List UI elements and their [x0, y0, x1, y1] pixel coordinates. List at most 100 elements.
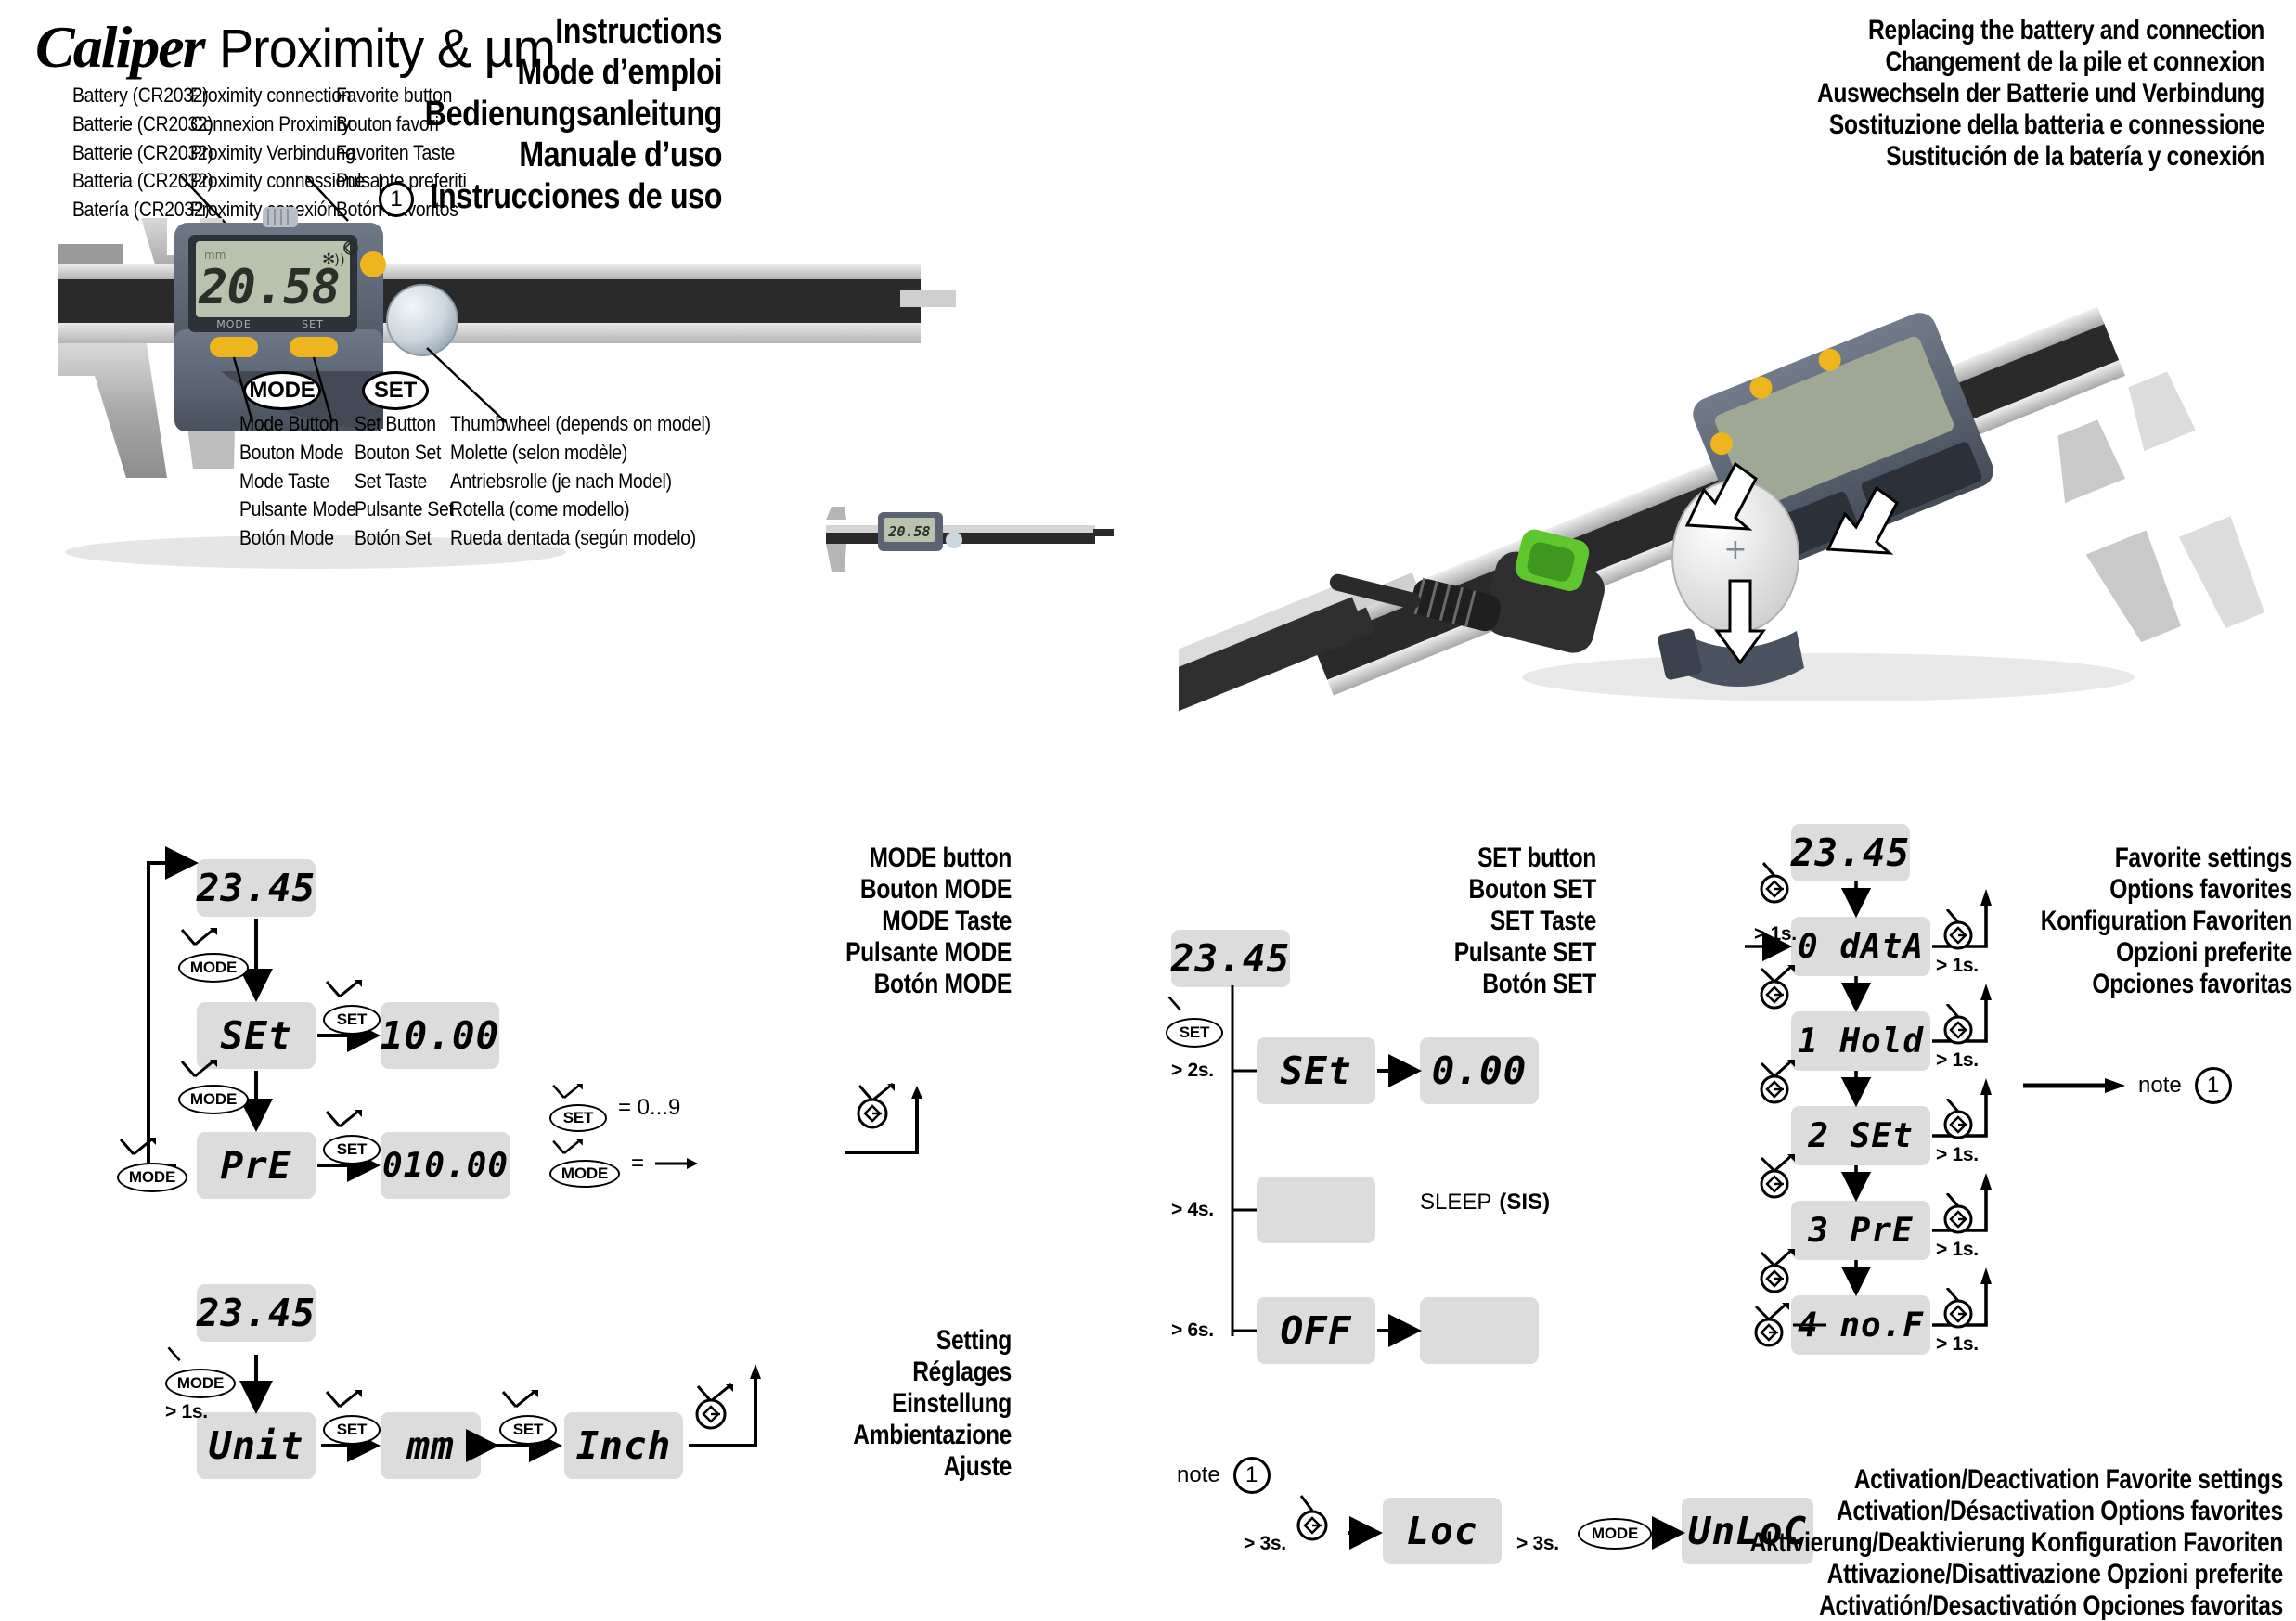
battery-heading-line: Replacing the battery and connection: [1868, 15, 2264, 45]
title-line: Instrucciones de uso: [430, 176, 722, 216]
mode-flow-key-3[interactable]: MODE: [117, 1136, 187, 1192]
callout-line: Bouton Set: [355, 440, 442, 464]
lock-time-1: > 3s.: [1244, 1533, 1286, 1554]
callout-line: Botón Mode: [239, 526, 334, 550]
setting-heading-line: Ambientazione: [853, 1419, 1012, 1450]
lcd-text: Unit: [208, 1423, 304, 1468]
key-label: MODE: [176, 1374, 225, 1392]
lock-mode-key[interactable]: MODE: [1578, 1518, 1652, 1550]
favorite-key-chain-5[interactable]: [1748, 1301, 1800, 1356]
callout-battery: Battery (CR2032) Batterie (CR2032) Batte…: [72, 82, 232, 225]
note-label: note: [2138, 1073, 2182, 1098]
mode-flow-key-2[interactable]: MODE: [178, 1058, 249, 1114]
press-arrow-icon: [1167, 996, 1181, 1011]
lcd-text: 010.00: [381, 1146, 510, 1185]
right-arrow-icon: [655, 1158, 699, 1169]
set-flow-screen-blank: [1420, 1297, 1539, 1364]
set-flow-screen-sleep: [1257, 1177, 1375, 1243]
mode-heading-line: Pulsante MODE: [845, 936, 1012, 968]
setting-flow-connectors: [239, 1355, 761, 1462]
mode-flow-screen-set: SEt: [197, 1002, 316, 1069]
lcd-text: UnLoC: [1687, 1509, 1808, 1553]
hold-time-label: > 1s.: [1754, 923, 1797, 945]
mode-legend: SET = 0...9 MODE =: [549, 1083, 699, 1188]
favorite-key-chain-1[interactable]: [1754, 963, 1806, 1018]
setting-flow-key-mode[interactable]: MODE > 1s.: [165, 1345, 236, 1423]
mode-flow-screen-pre: PrE: [197, 1132, 316, 1199]
caliper-inset-illustration: 20.58: [826, 507, 1114, 572]
press-arrow-icon: [119, 1136, 156, 1156]
set-section-heading: SET button Bouton SET SET Taste Pulsante…: [1318, 843, 1597, 999]
lcd-text: 23.45: [196, 866, 316, 910]
mode-flow-key-set-1[interactable]: SET: [323, 978, 381, 1035]
set-key-badge[interactable]: SET: [362, 371, 429, 410]
favorite-key-top[interactable]: > 1s.: [1754, 861, 1806, 946]
svg-text:+: +: [1723, 534, 1747, 566]
set-flow-screen-zero: 0.00: [1420, 1037, 1539, 1104]
callout-line: Botón Set: [355, 526, 432, 550]
note-label: note: [1177, 1462, 1220, 1487]
callout-line: Proximity connection: [190, 84, 352, 107]
lcd-text: Inch: [575, 1423, 672, 1468]
set-flow-key[interactable]: SET: [1166, 995, 1223, 1048]
lcd-text: PrE: [220, 1143, 292, 1188]
lcd-text: OFF: [1280, 1308, 1352, 1353]
mode-key-badge[interactable]: MODE: [243, 371, 321, 410]
setting-flow-screen-mm: mm: [381, 1412, 481, 1479]
setting-flow-key-set-2[interactable]: SET: [499, 1388, 557, 1445]
key-label: MODE: [561, 1164, 609, 1182]
brand-subtitle: Proximity & µm: [218, 19, 556, 79]
callout-line: Thumbwheel (depends on model): [450, 412, 711, 435]
callout-proximity: Proximity connection Connexion Proximity…: [190, 82, 389, 225]
favorite-exit-key-2[interactable]: > 1s.: [1936, 1098, 1984, 1166]
lock-section-heading: Activation/Deactivation Favorite setting…: [1503, 1464, 2284, 1621]
callout-line: Rotella (come modello): [450, 497, 630, 521]
svg-text:MODE: MODE: [216, 318, 252, 330]
favorite-button-icon: [1296, 1495, 1328, 1541]
legend-set-equals: = 0...9: [618, 1095, 681, 1120]
brand-script: Caliper: [35, 14, 206, 80]
lcd-text: SEt: [220, 1013, 292, 1058]
callout-line: Favorite button: [336, 84, 453, 107]
svg-text:20.58: 20.58: [198, 260, 340, 315]
favorite-button-icon: [1943, 1098, 1973, 1139]
sleep-code: (SIS): [1499, 1190, 1551, 1215]
favorite-heading-line: Options favorites: [2109, 873, 2292, 905]
callout-thumbwheel-list: Thumbwheel (depends on model) Molette (s…: [450, 410, 746, 553]
favorite-key-chain-4[interactable]: [1754, 1247, 1806, 1302]
mode-key-label: MODE: [249, 378, 316, 403]
favorite-exit-key-4[interactable]: > 1s.: [1936, 1287, 1984, 1356]
set-flow-time-6s: > 6s.: [1171, 1319, 1214, 1341]
lock-flow-connectors: [1348, 1516, 1685, 1550]
note-number: 1: [1245, 1462, 1258, 1487]
favorite-exit-key-1[interactable]: > 1s.: [1936, 1003, 1984, 1072]
callout-line: Bouton Mode: [239, 440, 344, 464]
setting-flow-key-set-1[interactable]: SET: [323, 1388, 381, 1445]
lcd-text: 0.00: [1431, 1049, 1528, 1093]
mode-flow-screen-set-value: 10.00: [381, 1002, 499, 1069]
favorite-key-chain-2[interactable]: [1754, 1058, 1806, 1113]
hold-time-label: > 1s.: [1936, 1049, 1979, 1071]
svg-text:SET: SET: [302, 318, 324, 330]
favorite-button-icon: [1943, 1287, 1973, 1329]
mode-flow-key-set-2[interactable]: SET: [323, 1108, 381, 1164]
lcd-text: mm: [406, 1423, 455, 1468]
lock-time-2: > 3s.: [1516, 1533, 1559, 1554]
mode-section-heading: MODE button Bouton MODE MODE Taste Pulsa…: [668, 843, 1012, 999]
lock-favorite-key[interactable]: [1290, 1492, 1338, 1550]
battery-heading-line: Sustitución de la batería y conexión: [1886, 140, 2264, 172]
setting-heading-line: Ajuste: [943, 1450, 1013, 1482]
right-arrow-icon: [2023, 1078, 2125, 1093]
title-line: Bedienungsanleitung: [424, 94, 723, 134]
lcd-text: 23.45: [1170, 936, 1291, 981]
favorite-button-icon: [1943, 1003, 1973, 1045]
setting-heading-line: Einstellung: [892, 1387, 1012, 1419]
favorite-exit-key-3[interactable]: > 1s.: [1936, 1192, 1984, 1261]
svg-text:)): )): [334, 251, 345, 268]
favorite-key-chain-3[interactable]: [1754, 1152, 1806, 1207]
mode-flow-key-1[interactable]: MODE: [178, 926, 249, 983]
favorite-exit-key-0[interactable]: > 1s.: [1936, 908, 1984, 977]
key-label: MODE: [128, 1168, 176, 1186]
battery-heading-line: Auswechseln der Batterie und Verbindung: [1816, 77, 2264, 109]
favorite-button-icon: [1760, 1152, 1795, 1199]
